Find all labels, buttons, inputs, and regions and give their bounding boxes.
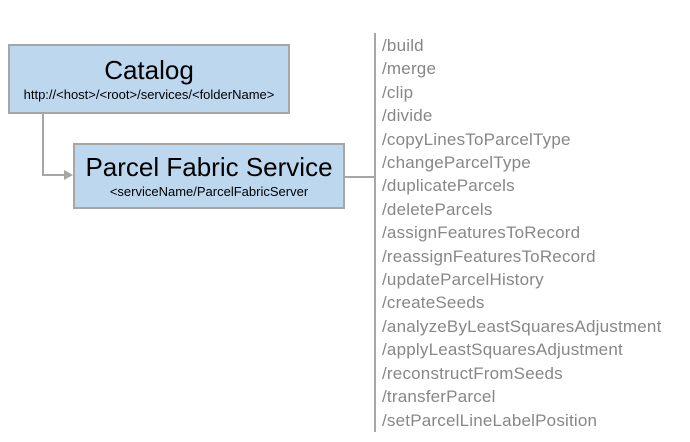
operation-item: /analyzeByLeastSquaresAdjustment bbox=[382, 316, 662, 336]
catalog-connector-horizontal-line bbox=[42, 174, 65, 176]
operation-item: /divide bbox=[382, 106, 433, 126]
catalog-title: Catalog bbox=[104, 55, 194, 85]
operations-bracket-line bbox=[374, 33, 376, 432]
operation-item: /applyLeastSquaresAdjustment bbox=[382, 340, 623, 360]
operation-item: /duplicateParcels bbox=[382, 176, 515, 196]
service-node: Parcel Fabric Service <serviceName/Parce… bbox=[73, 143, 345, 209]
operation-item: /reassignFeaturesToRecord bbox=[382, 246, 596, 266]
operation-item: /merge bbox=[382, 59, 437, 79]
catalog-node: Catalog http://<host>/<root>/services/<f… bbox=[8, 44, 290, 114]
catalog-url: http://<host>/<root>/services/<folderNam… bbox=[23, 87, 275, 102]
operation-item: /deleteParcels bbox=[382, 199, 493, 219]
arrow-right-icon bbox=[64, 170, 73, 180]
operation-item: /reconstructFromSeeds bbox=[382, 363, 563, 383]
operation-item: /updateParcelHistory bbox=[382, 270, 544, 290]
operation-item: /createSeeds bbox=[382, 293, 485, 313]
service-connector-horizontal-line bbox=[345, 176, 374, 178]
operation-item: /clip bbox=[382, 82, 414, 102]
catalog-connector-vertical-line bbox=[42, 114, 44, 176]
operation-item: /changeParcelType bbox=[382, 153, 531, 173]
service-title: Parcel Fabric Service bbox=[85, 152, 333, 182]
service-url: <serviceName/ParcelFabricServer bbox=[109, 184, 309, 199]
operation-item: /assignFeaturesToRecord bbox=[382, 223, 581, 243]
operation-item: /build bbox=[382, 36, 424, 55]
operation-item: /copyLinesToParcelType bbox=[382, 129, 571, 149]
operation-item: /transferParcel bbox=[382, 387, 496, 407]
operation-item: /setParcelLineLabelPosition bbox=[382, 410, 598, 430]
operations-list: /build/merge/clip/divide/copyLinesToParc… bbox=[382, 34, 682, 432]
